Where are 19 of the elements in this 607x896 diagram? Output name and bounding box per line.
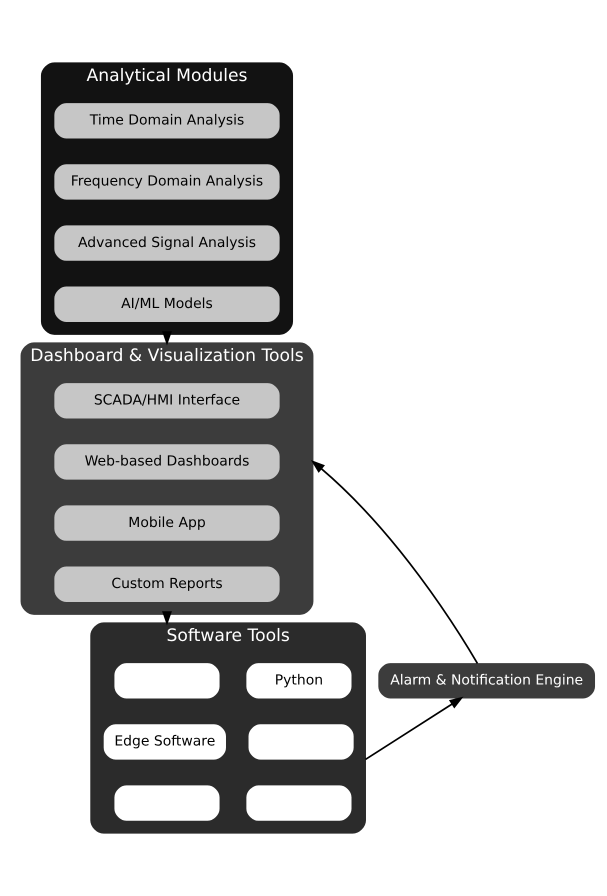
node-box	[246, 785, 352, 821]
node-box: Web-based Dashboards	[54, 444, 280, 480]
node-box: AI/ML Models	[54, 286, 280, 322]
node-box: Time Domain Analysis	[54, 103, 280, 138]
arrow	[162, 611, 172, 626]
node-box: SCADA/HMI Interface	[54, 383, 280, 418]
node-box: Alarm & Notification Engine	[378, 663, 596, 698]
node-box: Edge Software	[104, 724, 226, 760]
node-box: Mobile App	[54, 505, 280, 541]
arrow	[365, 696, 464, 760]
node-box: Frequency Domain Analysis	[54, 164, 280, 200]
arrow	[310, 460, 478, 664]
node-box	[114, 785, 220, 821]
node-box	[114, 663, 220, 698]
node-box	[248, 724, 354, 760]
node-box: Python	[246, 663, 352, 698]
node-box: Custom Reports	[54, 566, 280, 602]
arrow	[162, 331, 172, 346]
node-box: Advanced Signal Analysis	[54, 225, 280, 261]
